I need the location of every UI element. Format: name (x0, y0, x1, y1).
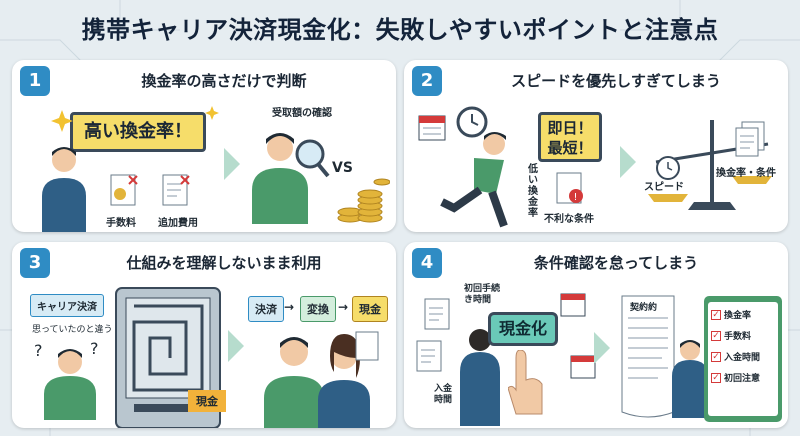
person-back-icon (460, 329, 500, 426)
checklist-label: 手数料 (724, 332, 752, 342)
panel-heading: 換金率の高さだけで判断 (141, 72, 307, 90)
contract-label: 契約約 (630, 303, 658, 313)
checklist-item: ✓ 換金率 (711, 308, 775, 321)
checklist-label: 換金率 (724, 311, 752, 321)
panel-heading: 仕組みを理解しないまま利用 (126, 254, 322, 272)
chevron-right-icon (228, 330, 244, 362)
deposit-time-label: 入金時間 (434, 384, 453, 405)
calendar-icon (570, 355, 596, 379)
checklist-paper: ✓ 換金率 ✓ 手数料 ✓ 入金時間 ✓ 初回注意 (708, 302, 778, 416)
panel-heading: 条件確認を怠ってしまう (533, 254, 699, 272)
chevron-right-icon (620, 146, 636, 178)
panel-rate-judgement: 1 換金率の高さだけで判断 高い換金率！ 手数料 追加費用 受取額の確認 VS (12, 60, 396, 232)
speed-label: スピード (644, 182, 684, 193)
carrier-payment-tag: キャリア決済 (30, 294, 104, 317)
extra-cost-label: 追加費用 (158, 218, 198, 229)
calendar-icon (418, 115, 446, 141)
checked-box-icon: ✓ (711, 372, 721, 383)
high-rate-sign: 高い換金率！ (70, 112, 206, 152)
low-rate-label: 低い換金率 (528, 164, 538, 219)
confused-person-icon: ? ? (34, 339, 99, 420)
chevron-right-icon (594, 332, 610, 364)
rate-conditions-label: 換金率・条件 (716, 168, 776, 179)
flow-step-cash: 現金 (352, 296, 388, 322)
unfavorable-label: 不利な条件 (544, 214, 594, 225)
extra-cost-document-icon (162, 174, 190, 206)
checklist-label: 初回注意 (724, 374, 761, 384)
panel-number: 4 (412, 248, 442, 278)
panel-number: 3 (20, 248, 50, 278)
balance-scale-icon (648, 120, 772, 210)
clock-icon (456, 106, 488, 138)
coin-stack-icon (337, 178, 390, 223)
checklist-label: 入金時間 (724, 353, 761, 363)
panel-mechanism: 3 仕組みを理解しないまま利用 キャリア決済 思っていたのと違う ? ? 現金 … (12, 242, 396, 428)
hand-pointer-icon (508, 350, 543, 415)
checklist-board: ✓ 換金率 ✓ 手数料 ✓ 入金時間 ✓ 初回注意 (704, 296, 782, 422)
reading-person-icon (672, 340, 708, 418)
fee-label: 手数料 (106, 218, 136, 229)
flow-arrow: → (338, 300, 349, 314)
checklist-item: ✓ 手数料 (711, 329, 775, 342)
cash-button[interactable]: 現金化 (488, 312, 558, 346)
document-icon (416, 340, 442, 372)
magnifier-person-icon (252, 133, 330, 224)
running-person-icon (440, 132, 508, 228)
panel-number: 1 (20, 66, 50, 96)
chevron-right-icon (224, 148, 240, 180)
page-title: 携帯キャリア決済現金化：失敗しやすいポイントと注意点 (81, 16, 719, 44)
panel-heading: スピードを優先しすぎてしまう (511, 72, 721, 90)
flow-step-convert: 変換 (300, 296, 336, 322)
sparkle-icon (51, 106, 219, 132)
sameday-sign: 即日！ 最短！ (538, 112, 602, 162)
shortest-text: 最短！ (547, 139, 593, 157)
warning-document-icon: ! (556, 172, 583, 204)
svg-text:?: ? (90, 339, 99, 358)
flow-arrow: → (284, 300, 295, 314)
calendar-icon (560, 293, 586, 317)
panel-condition-check: 4 条件確認を怠ってしまう 初回手続き時間 入金時間 現金化 契約約 (404, 242, 788, 428)
checklist-item: ✓ 入金時間 (711, 350, 775, 363)
checked-box-icon: ✓ (711, 330, 721, 341)
checked-box-icon: ✓ (711, 351, 721, 362)
thinking-person-icon (42, 147, 86, 232)
panel-number: 2 (412, 66, 442, 96)
first-time-label: 初回手続き時間 (464, 284, 501, 305)
flow-step-payment: 決済 (248, 296, 284, 322)
cash-output-tag: 現金 (188, 390, 226, 412)
sameday-text: 即日！ (547, 119, 593, 137)
fee-document-icon (110, 174, 138, 206)
document-icon (424, 298, 450, 330)
panel-speed-priority: 2 スピードを優先しすぎてしまう 即日！ 最短！ 低い換金率 ! 不利な条件 (404, 60, 788, 232)
happy-couple-icon (264, 331, 379, 428)
thought-label: 思っていたのと違う (32, 325, 113, 335)
svg-text:?: ? (34, 341, 43, 360)
vs-label: VS (332, 160, 353, 176)
svg-text:!: ! (574, 192, 578, 203)
receive-amount-label: 受取額の確認 (272, 108, 332, 119)
checked-box-icon: ✓ (711, 309, 721, 320)
checklist-item: ✓ 初回注意 (711, 371, 775, 384)
